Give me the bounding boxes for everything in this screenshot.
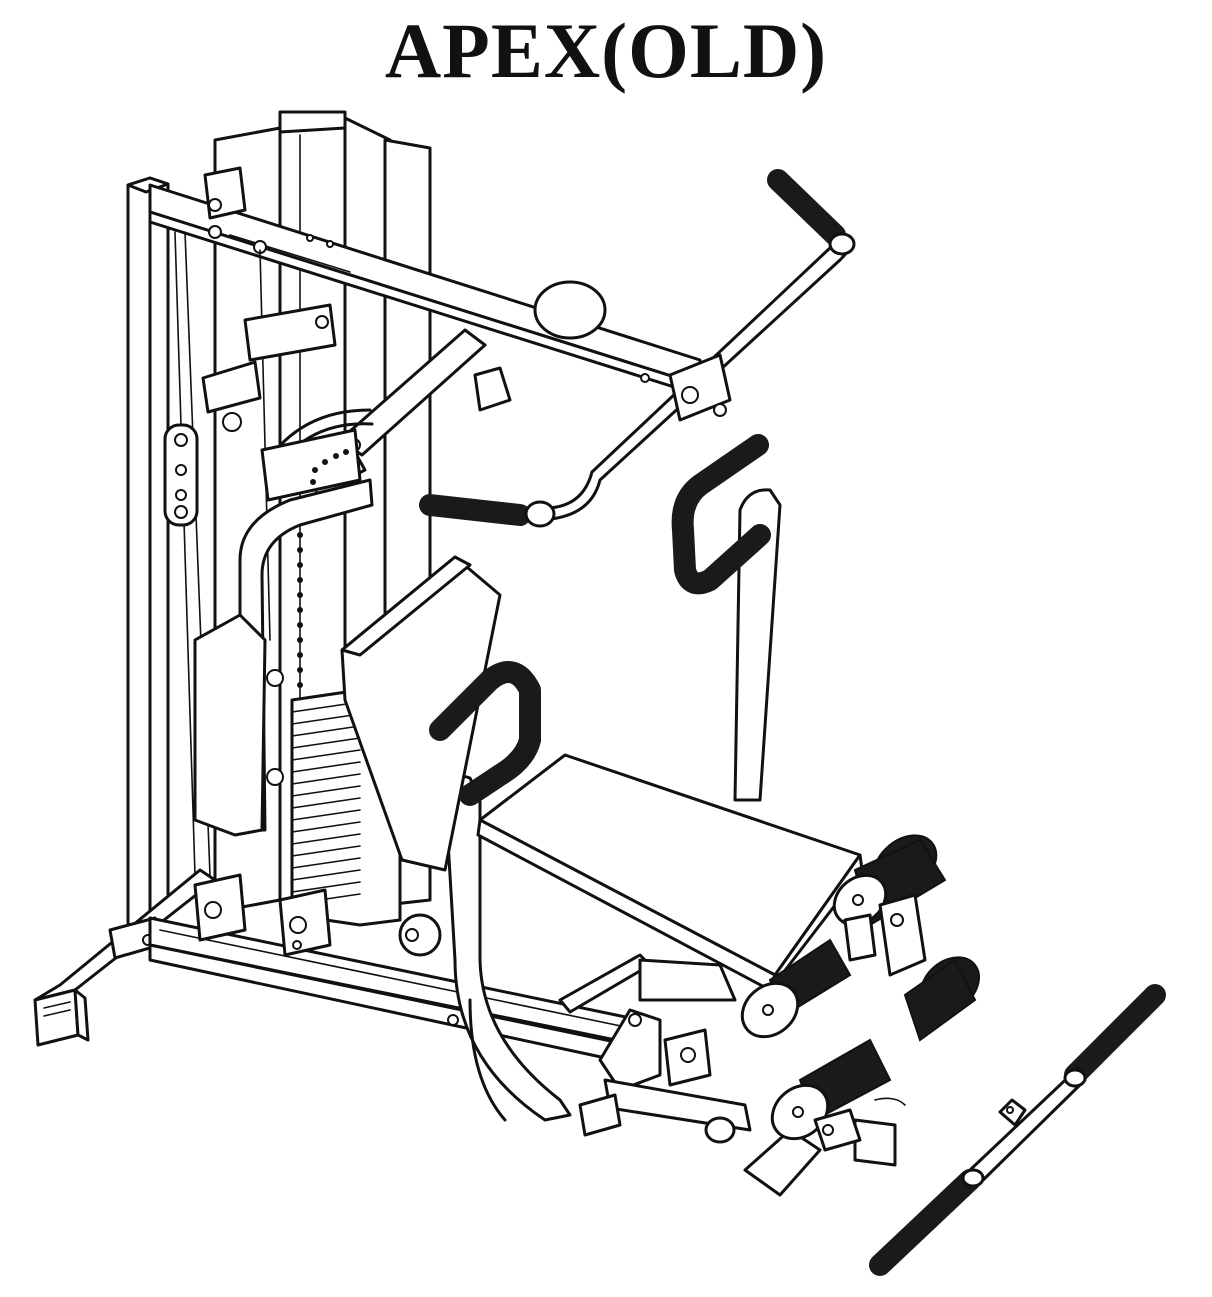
base-frame: [33, 868, 642, 1062]
leg-rollers: [740, 834, 980, 1152]
seat-pad: [476, 753, 864, 992]
page-title: APEX(OLD): [384, 7, 828, 94]
side-pad: [193, 613, 284, 837]
overhead-handle-bar: [419, 169, 856, 528]
seat-rail: [558, 953, 897, 1197]
press-arm: [260, 280, 607, 502]
straight-bar-attachment: [869, 984, 1166, 1276]
u-grips: [429, 434, 771, 806]
